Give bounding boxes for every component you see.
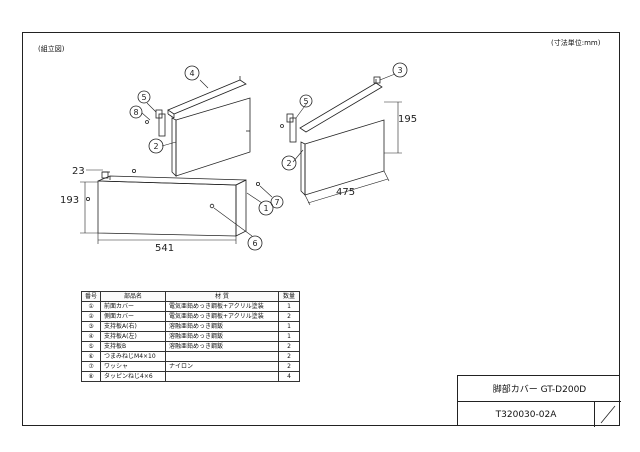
cell-material [165, 371, 280, 382]
cell-quantity: 2 [278, 311, 301, 322]
knob-screw-part [86, 168, 260, 209]
cell-part-name: タッピンねじ4×6 [100, 371, 167, 382]
cell-material: 溶融亜鉛めっき鋼鈑 [165, 321, 280, 332]
support-plate-b-left-part [145, 109, 166, 137]
cell-number: ⑧ [80, 371, 102, 382]
header-material: 材 質 [165, 291, 280, 302]
support-plate-left-part [167, 76, 247, 119]
cell-quantity: 1 [278, 321, 301, 332]
parts-table-header: 番号 部品名 材 質 数量 [80, 291, 301, 302]
callout-5-left [137, 90, 151, 104]
dim-541: 541 [155, 243, 174, 254]
slash-mark [600, 405, 616, 424]
cell-quantity: 1 [278, 331, 301, 342]
callout-4-text: 4 [189, 69, 194, 78]
table-row: ⑧ タッピンねじ4×6 4 [80, 371, 301, 382]
assembly-label: (組立図) [38, 45, 65, 53]
callout-1-text: 1 [263, 204, 268, 213]
support-plate-b-right-part [280, 113, 297, 143]
cell-quantity: 2 [278, 361, 301, 372]
cell-material: 電気亜鉛めっき鋼板+アクリル塗装 [165, 311, 280, 322]
callout-8 [129, 105, 143, 119]
cell-material: 溶融亜鉛めっき鋼鈑 [165, 341, 280, 352]
callout-1 [258, 200, 274, 216]
cell-number: ① [80, 301, 102, 312]
callout-3-text: 3 [397, 66, 402, 75]
title-block: 脚部カバー GT-D200D T320030-02A [457, 375, 621, 427]
left-side-cover-part [171, 97, 251, 177]
callout-2-left [148, 138, 164, 154]
dim-475: 475 [336, 187, 355, 198]
header-quantity: 数量 [278, 291, 301, 302]
header-number: 番号 [80, 291, 102, 302]
callout-8-text: 8 [133, 108, 138, 117]
table-row: ⑤ 支持板B 溶融亜鉛めっき鋼鈑 2 [80, 341, 301, 352]
callout-2-left-text: 2 [153, 142, 158, 151]
header-part-name: 部品名 [100, 291, 167, 302]
cell-quantity: 2 [278, 351, 301, 362]
cell-part-name: ワッシャ [100, 361, 167, 372]
dim-195: 195 [398, 114, 417, 125]
callout-2-right [281, 155, 297, 171]
front-cover-part [97, 171, 247, 237]
dim-193: 193 [60, 195, 79, 206]
callout-2-right-text: 2 [286, 159, 291, 168]
cell-part-name: 支持板A(右) [100, 321, 167, 332]
cell-number: ② [80, 311, 102, 322]
cell-number: ③ [80, 321, 102, 332]
cell-number: ⑤ [80, 341, 102, 352]
callout-5-left-text: 5 [141, 93, 146, 102]
cell-number: ④ [80, 331, 102, 342]
cell-part-name: 側面カバー [100, 311, 167, 322]
leader-lines [141, 73, 396, 237]
support-plate-right-part [299, 76, 383, 133]
callout-6 [247, 235, 263, 251]
cell-quantity: 2 [278, 341, 301, 352]
cell-quantity: 1 [278, 301, 301, 312]
cell-number: ⑥ [80, 351, 102, 362]
cell-part-name: 支持板A(左) [100, 331, 167, 342]
callout-6-text: 6 [252, 239, 257, 248]
cell-material: ナイロン [165, 361, 280, 372]
table-row: ② 側面カバー 電気亜鉛めっき鋼板+アクリル塗装 2 [80, 311, 301, 322]
drawing-code: T320030-02A [458, 402, 595, 427]
cell-part-name: つまみねじM4×10 [100, 351, 167, 362]
drawing-frame [22, 32, 620, 426]
table-row: ⑦ ワッシャ ナイロン 2 [80, 361, 301, 372]
callout-5-right [299, 94, 313, 108]
cell-material: 電気亜鉛めっき鋼板+アクリル塗装 [165, 301, 280, 312]
callout-numbers: 4 5 8 2 3 5 2 1 7 6 [133, 66, 402, 248]
cell-number: ⑦ [80, 361, 102, 372]
table-row: ① 前面カバー 電気亜鉛めっき鋼板+アクリル塗装 1 [80, 301, 301, 312]
callout-3 [392, 62, 408, 78]
dimension-lines [80, 101, 402, 244]
callout-7-text: 7 [274, 198, 279, 207]
cell-quantity: 4 [278, 371, 301, 382]
callout-5-right-text: 5 [303, 97, 308, 106]
table-row: ③ 支持板A(右) 溶融亜鉛めっき鋼鈑 1 [80, 321, 301, 332]
cell-material [165, 351, 280, 362]
callout-7 [270, 195, 284, 209]
cell-material: 溶融亜鉛めっき鋼鈑 [165, 331, 280, 342]
callout-circles [129, 62, 408, 251]
unit-label: (寸法単位:mm) [551, 39, 601, 47]
product-name: 脚部カバー GT-D200D [458, 376, 621, 402]
cell-part-name: 支持板B [100, 341, 167, 352]
parts-table: 番号 部品名 材 質 数量 ① 前面カバー 電気亜鉛めっき鋼板+アクリル塗装 1… [80, 291, 301, 382]
dim-23: 23 [72, 166, 85, 177]
cell-part-name: 前面カバー [100, 301, 167, 312]
table-row: ⑥ つまみねじM4×10 2 [80, 351, 301, 362]
table-row: ④ 支持板A(左) 溶融亜鉛めっき鋼鈑 1 [80, 331, 301, 342]
callout-4 [184, 65, 200, 81]
